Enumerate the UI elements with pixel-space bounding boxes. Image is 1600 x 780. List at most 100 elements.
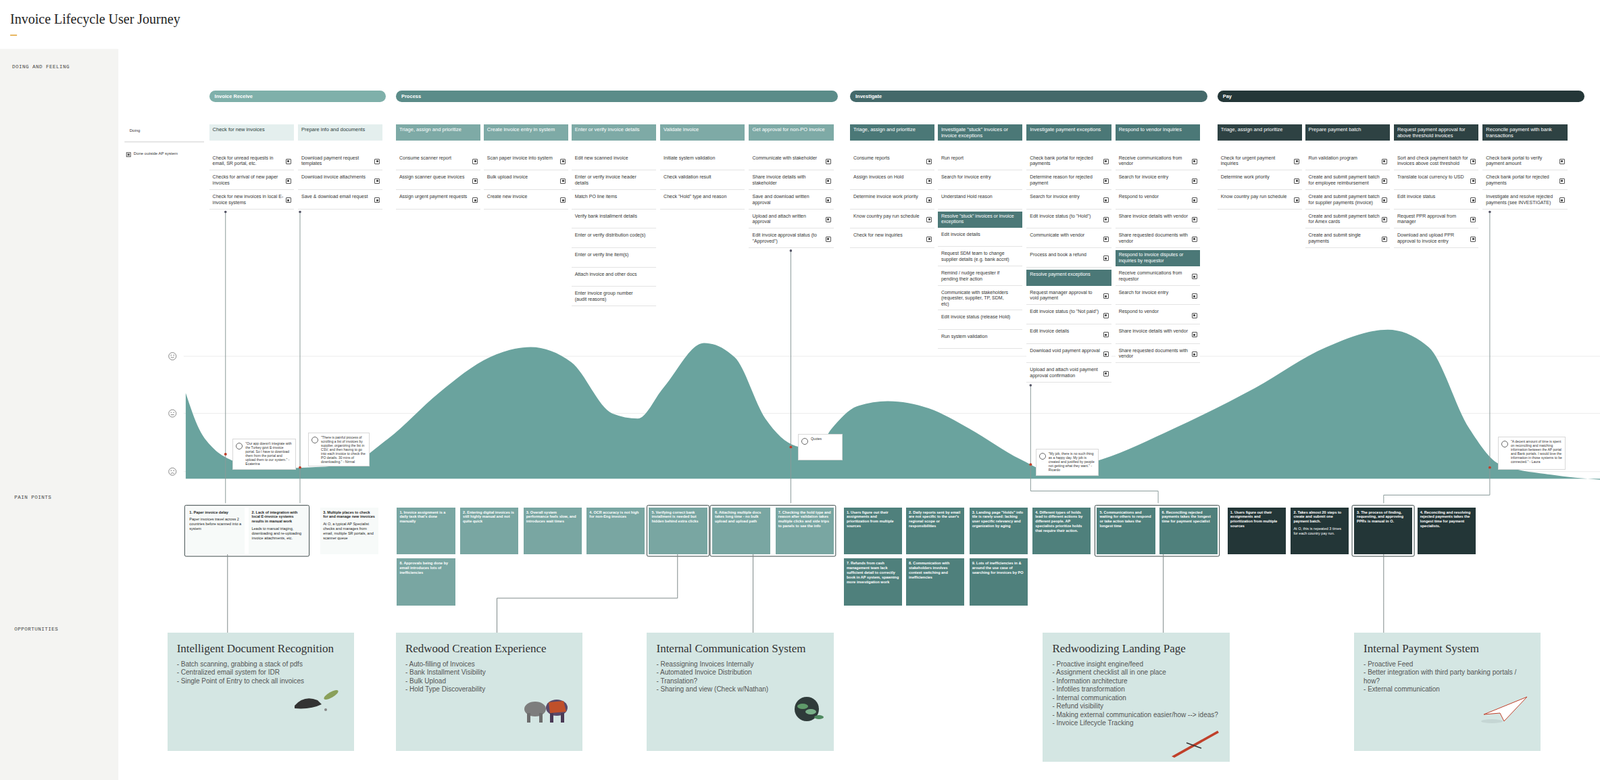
checkbox-icon <box>825 178 832 184</box>
pain-point-card: 3. Landing page "Holds" info tile is rar… <box>969 507 1028 555</box>
activity-cell: Run report <box>937 153 1023 171</box>
step-header: Triage, assign and prioritize <box>1217 124 1303 141</box>
checkbox-icon <box>126 152 131 157</box>
illustration <box>1166 727 1221 758</box>
cell-text: Assign scanner queue invoices <box>399 174 471 181</box>
cell-text: Search for invoice entry <box>1118 289 1190 296</box>
quote-callout: "Our app doesn't integrate with the Turk… <box>232 438 296 469</box>
illustration <box>322 688 340 702</box>
pain-point-card: 7. Refunds from cash management team lac… <box>843 558 903 605</box>
cell-text: Verify bank installment details <box>575 213 646 220</box>
quote-callout: "There is painful process of scrolling a… <box>308 432 370 467</box>
phase-band: Process <box>395 90 838 103</box>
checkbox-icon <box>472 158 478 165</box>
opp-text: - Single Point of Entry to check all inv… <box>177 677 345 686</box>
mood-face <box>168 409 177 417</box>
opportunity-card: Redwood Creation Experience- Auto-fillin… <box>395 632 583 751</box>
section-label: OPPORTUNITIES <box>14 626 59 632</box>
illustration <box>1483 696 1528 721</box>
opp-text: - Refund visibility <box>1052 702 1220 711</box>
quote-body: Quotes <box>810 436 840 441</box>
cell-text: Edit invoice status <box>1397 193 1469 200</box>
checkbox-icon <box>1103 370 1109 377</box>
connector <box>227 554 228 633</box>
activity-cell: Edit invoice status (to "Not paid") <box>1026 306 1111 325</box>
pain-point-card: 1. Users figure out their assignments an… <box>1227 507 1286 555</box>
cell-text: Check for urgent payment inquiries <box>1220 155 1292 168</box>
activity-cell: Assign scanner queue invoices <box>395 172 481 190</box>
cell-text: Run system validation <box>941 333 1013 340</box>
activity-cell: Scan paper invoice into system <box>483 153 569 171</box>
head-text: Triage, assign and prioritize <box>399 126 478 133</box>
pain-point-card: 8. Approvals being done by email introdu… <box>396 558 455 605</box>
activity-cell: Communicate with stakeholders (requester… <box>937 287 1023 311</box>
pain-text: 3. Overall system performance feels slow… <box>526 510 580 525</box>
cell-text: Remind / nudge requester if pending thei… <box>941 270 1013 283</box>
pain-text: 3. Landing page "Holds" info tile is rar… <box>972 510 1025 530</box>
activity-cell: Remind / nudge requester if pending thei… <box>937 268 1023 286</box>
mood-face <box>170 470 172 471</box>
checkbox-icon <box>1470 197 1476 203</box>
pain-group-outline <box>184 505 309 557</box>
activity-cell: Create new invoice <box>483 191 569 210</box>
illustration <box>550 712 554 723</box>
mood-face <box>170 356 175 358</box>
sub-step-header: Resolve "stuck" invoices or invoice exce… <box>937 211 1023 228</box>
leader-dot <box>298 466 302 469</box>
cell-text: Determine work priority <box>1220 174 1292 181</box>
checkbox-icon <box>1559 197 1565 203</box>
step-header: Enter or verify invoice details <box>571 124 657 141</box>
activity-cell: Create and submit payment batch for empl… <box>1305 172 1390 190</box>
pain-point-card: 3. The process of finding, requesting, a… <box>1354 507 1413 555</box>
checkbox-icon <box>1559 158 1565 165</box>
cell-text: Match PO line items <box>575 193 646 200</box>
cell-text: Check for new inquiries <box>853 232 925 239</box>
pain-point-card: 4. Reconciling and resolving rejected pa… <box>1417 507 1476 555</box>
step-header: Prepare payment batch <box>1305 124 1390 141</box>
activity-cell: Determine reason for rejected payment <box>1026 172 1111 190</box>
checkbox-icon <box>1103 255 1109 261</box>
leader-dot <box>789 445 792 448</box>
checkbox-icon <box>1381 236 1388 242</box>
head-text: Request payment approval for above thres… <box>1397 126 1475 139</box>
checkbox-icon <box>926 236 932 242</box>
quote-body: "A decent amount of time is spent on rec… <box>1510 439 1563 464</box>
leader-line <box>300 212 301 468</box>
pain-group-outline <box>1352 505 1415 557</box>
checkbox-icon <box>1381 178 1388 184</box>
activity-cell: Assign invoices on Hold <box>850 172 935 190</box>
cell-text: Check for new invoices in local E-invoic… <box>212 193 284 207</box>
checkbox-icon <box>1103 236 1109 242</box>
checkbox-icon <box>1191 312 1198 319</box>
activity-cell: Investigate and resolve rejected payment… <box>1482 191 1567 210</box>
illustration <box>518 693 573 724</box>
mood-face <box>170 354 172 356</box>
cell-text: Download invoice attachments <box>301 174 373 181</box>
activity-cell: Check bank portal for rejected payments <box>1482 172 1567 190</box>
activity-cell: Verify bank installment details <box>571 211 657 230</box>
cell-text: Know country pay run schedule <box>1220 193 1292 200</box>
checkbox-icon <box>126 152 131 157</box>
pain-text: 4. Reconciling and resolving rejected pa… <box>1420 510 1473 530</box>
mood-face <box>168 409 177 417</box>
checkbox-icon <box>825 216 832 223</box>
pain-point-card: 3. Multiple places to check for and mana… <box>320 507 379 555</box>
activity-cell: Share invoice details with vendor <box>1115 326 1200 344</box>
cell-text: Assign invoices on Hold <box>853 174 925 181</box>
pain-point-card: 8. Communication with stakeholders invol… <box>906 558 965 605</box>
checkbox-icon <box>1470 178 1476 184</box>
pain-text: 8. Approvals being done by email introdu… <box>399 560 453 575</box>
checkbox-icon <box>1191 197 1198 203</box>
sub-text: Resolve payment exceptions <box>1029 271 1108 278</box>
head-text: Prepare info and documents <box>301 126 380 133</box>
checkbox-icon <box>1103 197 1109 203</box>
cell-text: Determine invoice work priority <box>853 193 925 200</box>
pain-text: 4. OCR accuracy is not high for non-Eng … <box>589 510 642 520</box>
doing-rule <box>124 141 205 142</box>
mood-face <box>168 467 177 475</box>
activity-cell: Receive communications from requestor <box>1115 268 1200 286</box>
leader-dot <box>224 452 228 456</box>
head-text: Enter or verify invoice details <box>575 126 653 133</box>
pain-text: 3. The process of finding, requesting, a… <box>1356 510 1410 525</box>
connector <box>1383 554 1384 633</box>
